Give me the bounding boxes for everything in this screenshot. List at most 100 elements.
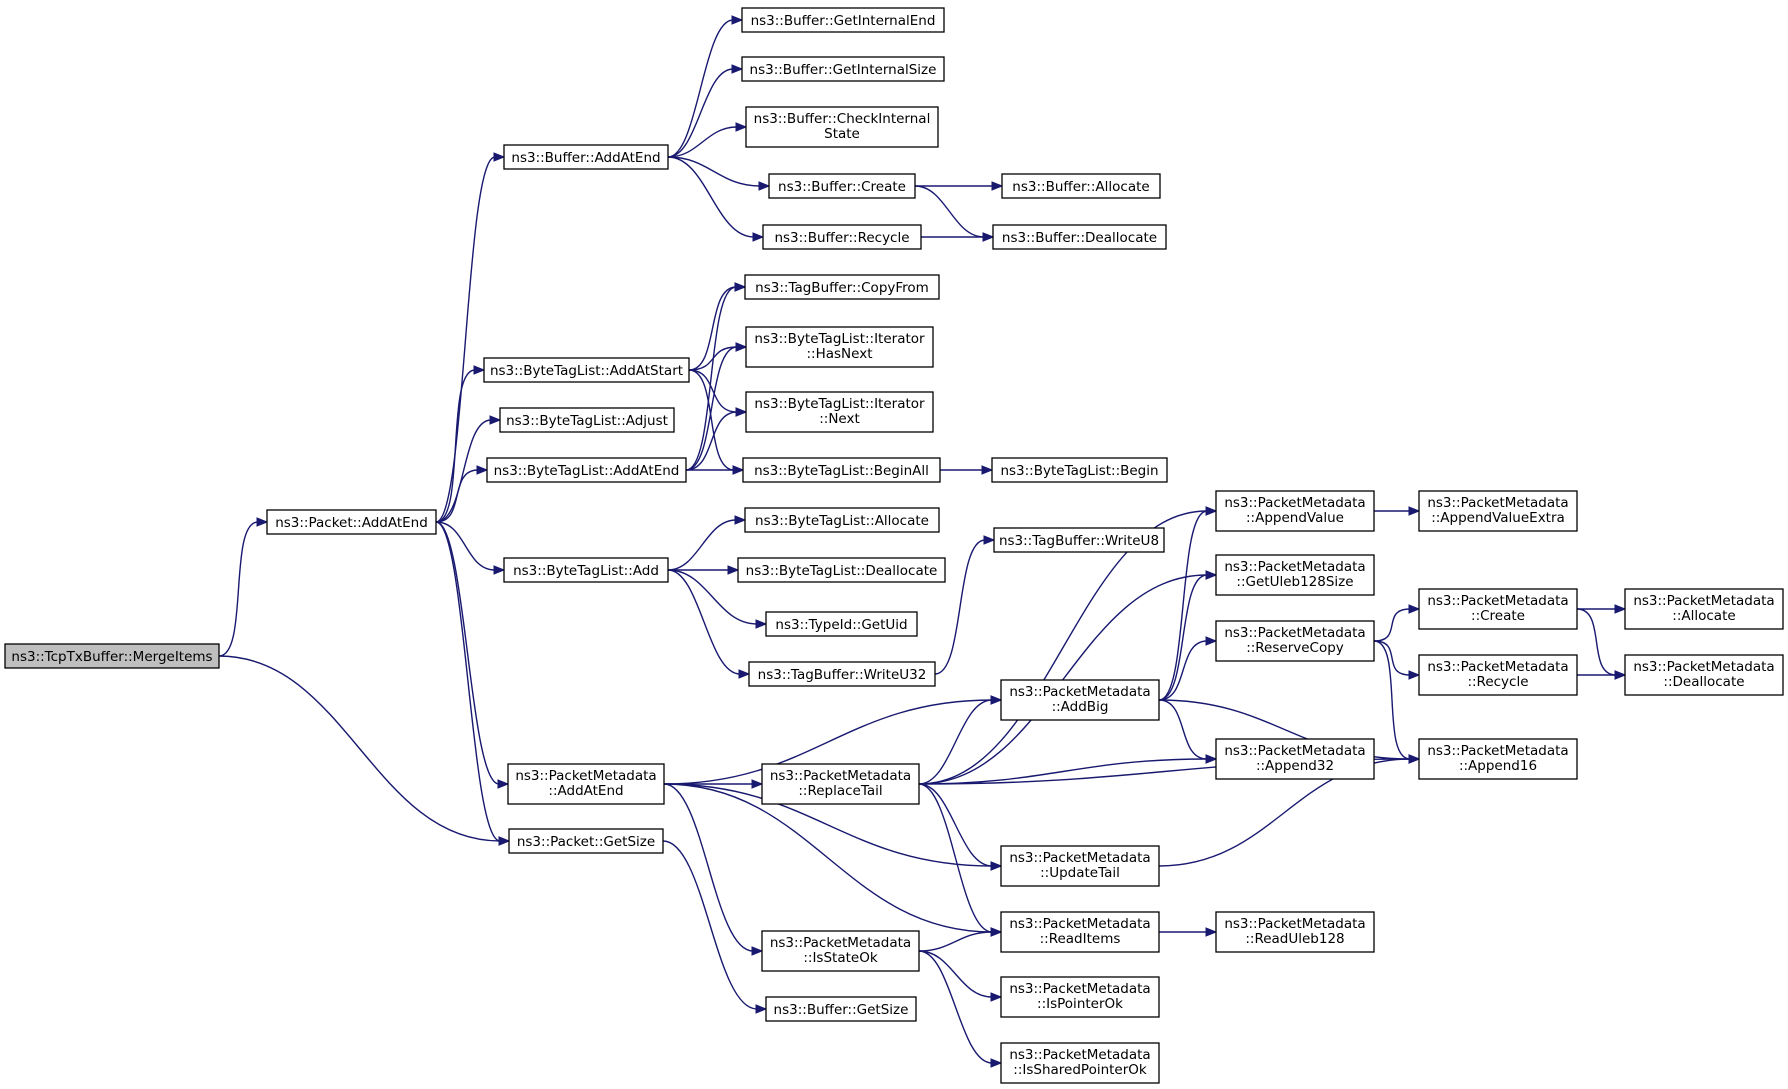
- node-btl-beginall[interactable]: ns3::ByteTagList::BeginAll: [742, 457, 941, 483]
- edge-line: [918, 783, 993, 933]
- node-label: ns3::ByteTagList::AddAtStart: [490, 363, 683, 379]
- edge-arrowhead: [498, 836, 511, 846]
- node-label-line: ns3::PacketMetadata: [1009, 850, 1150, 866]
- node-buf-addatend[interactable]: ns3::Buffer::AddAtEnd: [503, 144, 669, 170]
- node-buf-recycle[interactable]: ns3::Buffer::Recycle: [762, 224, 922, 250]
- edge-arrowhead: [735, 407, 748, 417]
- node-buf-allocate[interactable]: ns3::Buffer::Allocate: [1001, 173, 1161, 199]
- node-tb-writeu8[interactable]: ns3::TagBuffer::WriteU8: [993, 527, 1165, 553]
- node-btl-adjust[interactable]: ns3::ByteTagList::Adjust: [499, 407, 675, 433]
- edge-arrowhead: [738, 669, 751, 679]
- node-box: [4, 643, 220, 669]
- node-label: ns3::Buffer::Allocate: [1012, 179, 1149, 195]
- node-pkt-getsize[interactable]: ns3::Packet::GetSize: [508, 828, 664, 854]
- node-pm-deallocate[interactable]: ns3::PacketMetadata::Deallocate: [1624, 654, 1784, 696]
- node-pm-appendvalue[interactable]: ns3::PacketMetadata::AppendValue: [1215, 490, 1375, 532]
- node-label: ns3::PacketMetadata::Create: [1427, 593, 1568, 624]
- node-label: ns3::Buffer::Recycle: [774, 230, 909, 246]
- node-merge[interactable]: ns3::TcpTxBuffer::MergeItems: [4, 643, 220, 669]
- node-tb-copyfrom[interactable]: ns3::TagBuffer::CopyFrom: [744, 274, 940, 300]
- node-pm-readuleb128[interactable]: ns3::PacketMetadata::ReadUleb128: [1215, 911, 1375, 953]
- node-tb-writeu32[interactable]: ns3::TagBuffer::WriteU32: [748, 661, 936, 687]
- edge-line: [1158, 699, 1208, 760]
- node-pm-replacetail[interactable]: ns3::PacketMetadata::ReplaceTail: [761, 763, 920, 805]
- node-label: ns3::Buffer::Create: [778, 179, 906, 195]
- node-box: [503, 144, 669, 170]
- edge-line: [667, 156, 755, 238]
- node-label-line: ::IsSharedPointerOk: [1013, 1062, 1147, 1078]
- edge-buf_recycle-to-buf_deallocate: [921, 232, 995, 242]
- node-label-line: ns3::PacketMetadata: [1427, 659, 1568, 675]
- node-pm-recycle[interactable]: ns3::PacketMetadata::Recycle: [1418, 654, 1578, 696]
- node-btl-addatstart[interactable]: ns3::ByteTagList::AddAtStart: [483, 357, 690, 383]
- edge-arrowhead: [497, 779, 510, 789]
- edge-line: [435, 521, 496, 571]
- node-box: [1418, 490, 1578, 532]
- edge-line: [1373, 640, 1411, 676]
- node-label: ns3::ByteTagList::Allocate: [755, 513, 929, 529]
- edge-line: [688, 286, 737, 371]
- edge-arrowhead: [1408, 670, 1421, 680]
- node-btli-next[interactable]: ns3::ByteTagList::Iterator::Next: [745, 391, 934, 433]
- node-label: ns3::PacketMetadata::UpdateTail: [1009, 850, 1150, 881]
- edge-arrowhead: [1408, 506, 1421, 516]
- edge-buf_addatend-to-buf_checkinternal: [667, 122, 748, 158]
- node-box: [1624, 588, 1784, 630]
- edge-arrowhead: [755, 1004, 768, 1014]
- node-buf-getinternalsize[interactable]: ns3::Buffer::GetInternalSize: [741, 56, 945, 82]
- node-typeid-getuid[interactable]: ns3::TypeId::GetUid: [765, 611, 918, 637]
- node-pm-create[interactable]: ns3::PacketMetadata::Create: [1418, 588, 1578, 630]
- node-pm-getuleb128size[interactable]: ns3::PacketMetadata::GetUleb128Size: [1215, 554, 1375, 596]
- node-pkt-addatend[interactable]: ns3::Packet::AddAtEnd: [266, 509, 437, 535]
- node-box: [1418, 738, 1578, 780]
- node-box: [741, 7, 945, 33]
- node-pm-allocate[interactable]: ns3::PacketMetadata::Allocate: [1624, 588, 1784, 630]
- edge-btl_add-to-btl_allocate: [667, 515, 747, 571]
- node-btl-begin[interactable]: ns3::ByteTagList::Begin: [991, 457, 1168, 483]
- node-label: ns3::PacketMetadata::IsSharedPointerOk: [1009, 1047, 1150, 1078]
- node-btli-hasnext[interactable]: ns3::ByteTagList::Iterator::HasNext: [745, 326, 934, 368]
- node-box: [503, 557, 669, 583]
- node-pm-reservecopy[interactable]: ns3::PacketMetadata::ReserveCopy: [1215, 620, 1375, 662]
- node-box: [1215, 620, 1375, 662]
- node-label: ns3::PacketMetadata::ReadUleb128: [1224, 916, 1365, 947]
- node-label: ns3::ByteTagList::AddAtEnd: [494, 463, 680, 479]
- edge-arrowhead: [493, 565, 506, 575]
- node-pm-addatend[interactable]: ns3::PacketMetadata::AddAtEnd: [507, 763, 665, 805]
- edge-btl_add-to-tb_writeu32: [667, 569, 751, 679]
- call-graph-nodes: ns3::TcpTxBuffer::MergeItemsns3::Packet:…: [4, 7, 1784, 1084]
- node-btl-allocate[interactable]: ns3::ByteTagList::Allocate: [744, 507, 940, 533]
- node-pm-addbig[interactable]: ns3::PacketMetadata::AddBig: [1000, 679, 1160, 721]
- node-buf-getsize[interactable]: ns3::Buffer::GetSize: [765, 996, 917, 1022]
- node-label-line: ns3::PacketMetadata: [1224, 495, 1365, 511]
- node-buf-deallocate[interactable]: ns3::Buffer::Deallocate: [992, 224, 1167, 250]
- node-buf-getinternalend[interactable]: ns3::Buffer::GetInternalEnd: [741, 7, 945, 33]
- node-btl-deallocate[interactable]: ns3::ByteTagList::Deallocate: [737, 557, 946, 583]
- node-btl-addatend[interactable]: ns3::ByteTagList::AddAtEnd: [486, 457, 687, 483]
- node-box: [992, 224, 1167, 250]
- node-buf-create[interactable]: ns3::Buffer::Create: [768, 173, 916, 199]
- node-box: [744, 274, 940, 300]
- edge-btl_beginall-to-btl_begin: [940, 465, 994, 475]
- edge-line: [662, 840, 758, 1010]
- edge-arrowhead: [731, 64, 744, 74]
- node-box: [761, 763, 920, 805]
- node-btl-add[interactable]: ns3::ByteTagList::Add: [503, 557, 669, 583]
- node-pm-ispointerok[interactable]: ns3::PacketMetadata::IsPointerOk: [1000, 976, 1160, 1018]
- edge-buf_addatend-to-buf_getinternalend: [667, 15, 744, 158]
- node-pm-isstateok[interactable]: ns3::PacketMetadata::IsStateOk: [761, 930, 920, 972]
- node-label: ns3::PacketMetadata::IsStateOk: [770, 935, 911, 966]
- node-label: ns3::PacketMetadata::ReplaceTail: [770, 768, 911, 799]
- node-pm-append16[interactable]: ns3::PacketMetadata::Append16: [1418, 738, 1578, 780]
- node-pm-append32[interactable]: ns3::PacketMetadata::Append32: [1215, 738, 1375, 780]
- node-label-line: ::UpdateTail: [1040, 865, 1120, 881]
- node-pm-issharedpointerok[interactable]: ns3::PacketMetadata::IsSharedPointerOk: [1000, 1042, 1160, 1084]
- node-label: ns3::TagBuffer::CopyFrom: [755, 280, 929, 296]
- edge-pm_replacetail-to-pm_updatetail: [918, 783, 1003, 871]
- node-pm-readitems[interactable]: ns3::PacketMetadata::ReadItems: [1000, 911, 1160, 953]
- node-pm-appendvalueextra[interactable]: ns3::PacketMetadata::AppendValueExtra: [1418, 490, 1578, 532]
- node-box: [1000, 911, 1160, 953]
- node-pm-updatetail[interactable]: ns3::PacketMetadata::UpdateTail: [1000, 845, 1160, 887]
